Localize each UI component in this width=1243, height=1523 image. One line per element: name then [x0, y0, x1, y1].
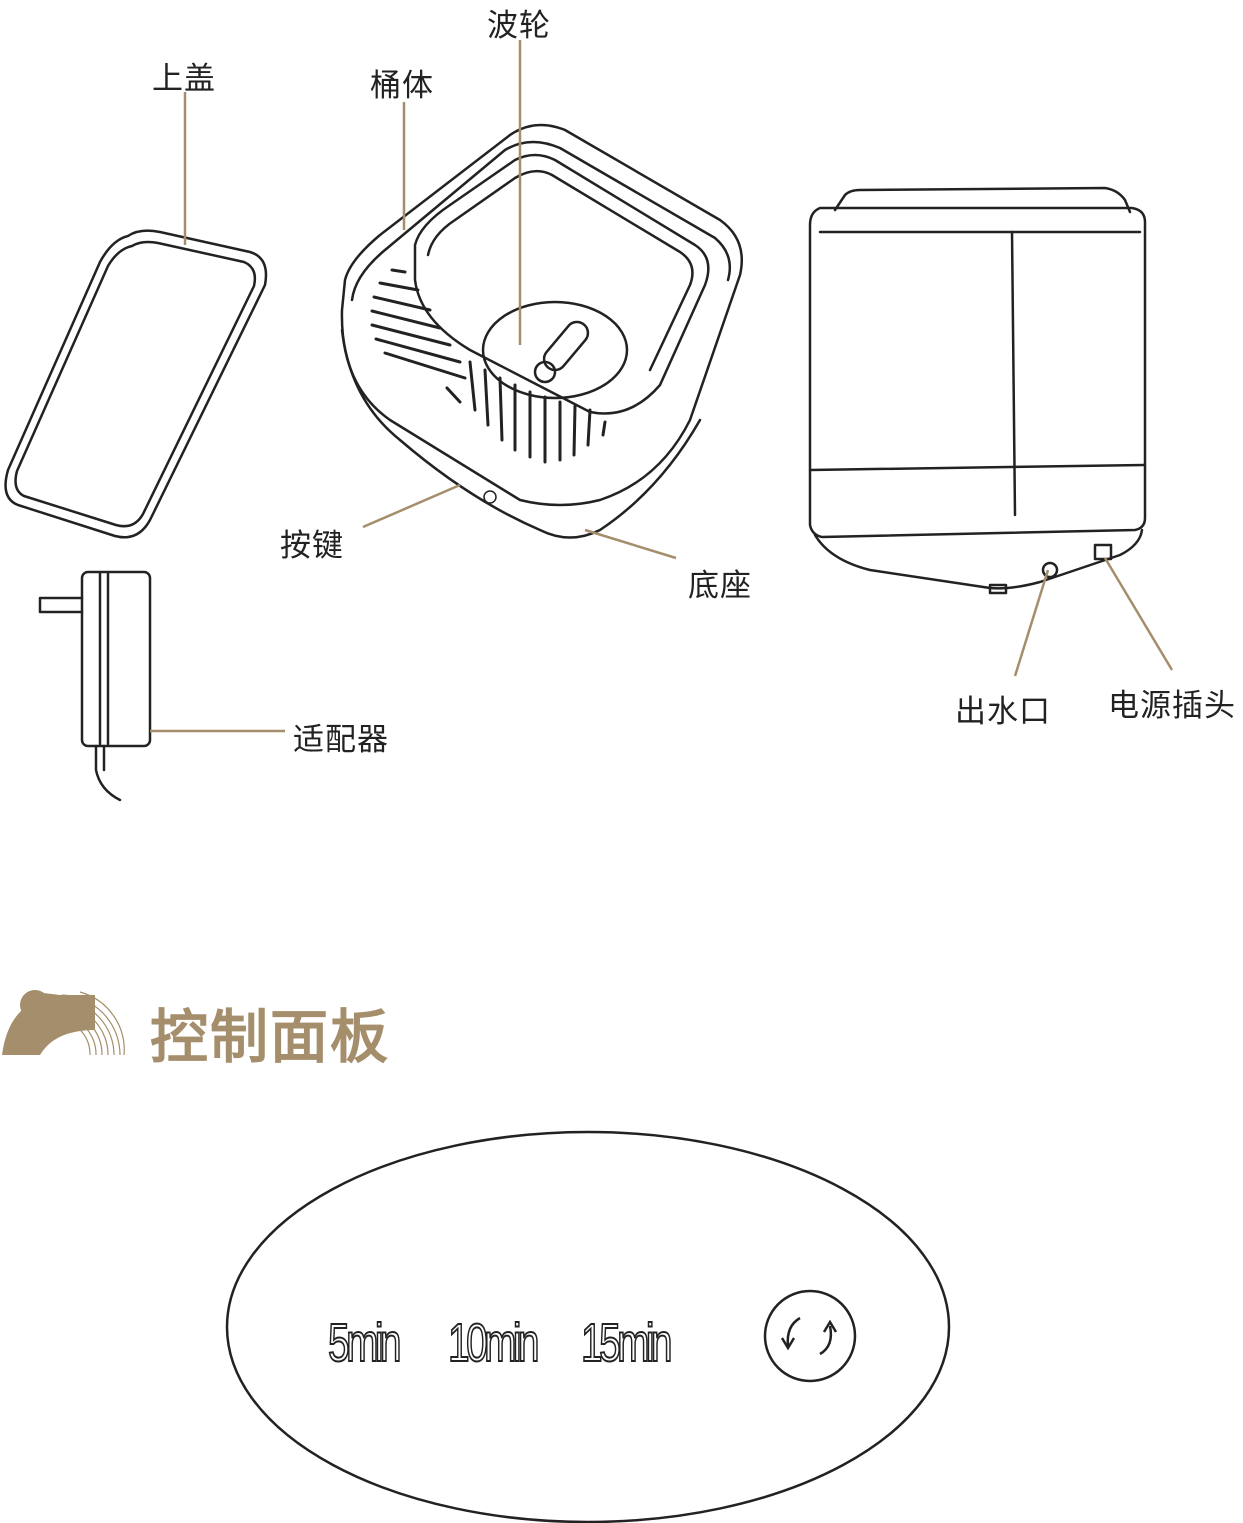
machine-drawing	[808, 186, 1147, 595]
button-5min[interactable]: 5min	[327, 1312, 402, 1374]
button-15min[interactable]: 15min	[580, 1312, 673, 1374]
label-adapter: 适配器	[293, 722, 389, 758]
label-buttons: 按键	[280, 528, 344, 564]
label-water-outlet: 出水口	[955, 694, 1051, 730]
section-title: 控制面板	[150, 1003, 391, 1071]
section-logo-icon	[2, 990, 125, 1056]
label-impeller: 波轮	[487, 8, 551, 44]
label-base: 底座	[688, 568, 752, 604]
label-lid: 上盖	[152, 61, 216, 97]
button-10min[interactable]: 10min	[447, 1312, 540, 1374]
adapter-drawing	[38, 570, 152, 802]
label-power-plug: 电源插头	[1108, 688, 1236, 724]
lid-drawing	[4, 229, 268, 539]
tub-drawing	[340, 123, 744, 539]
cycle-icon	[763, 1289, 857, 1383]
control-panel-outline	[225, 1130, 951, 1523]
label-tub: 桶体	[370, 68, 434, 104]
cycle-button[interactable]	[762, 1286, 858, 1386]
leader-lines	[150, 40, 1174, 733]
